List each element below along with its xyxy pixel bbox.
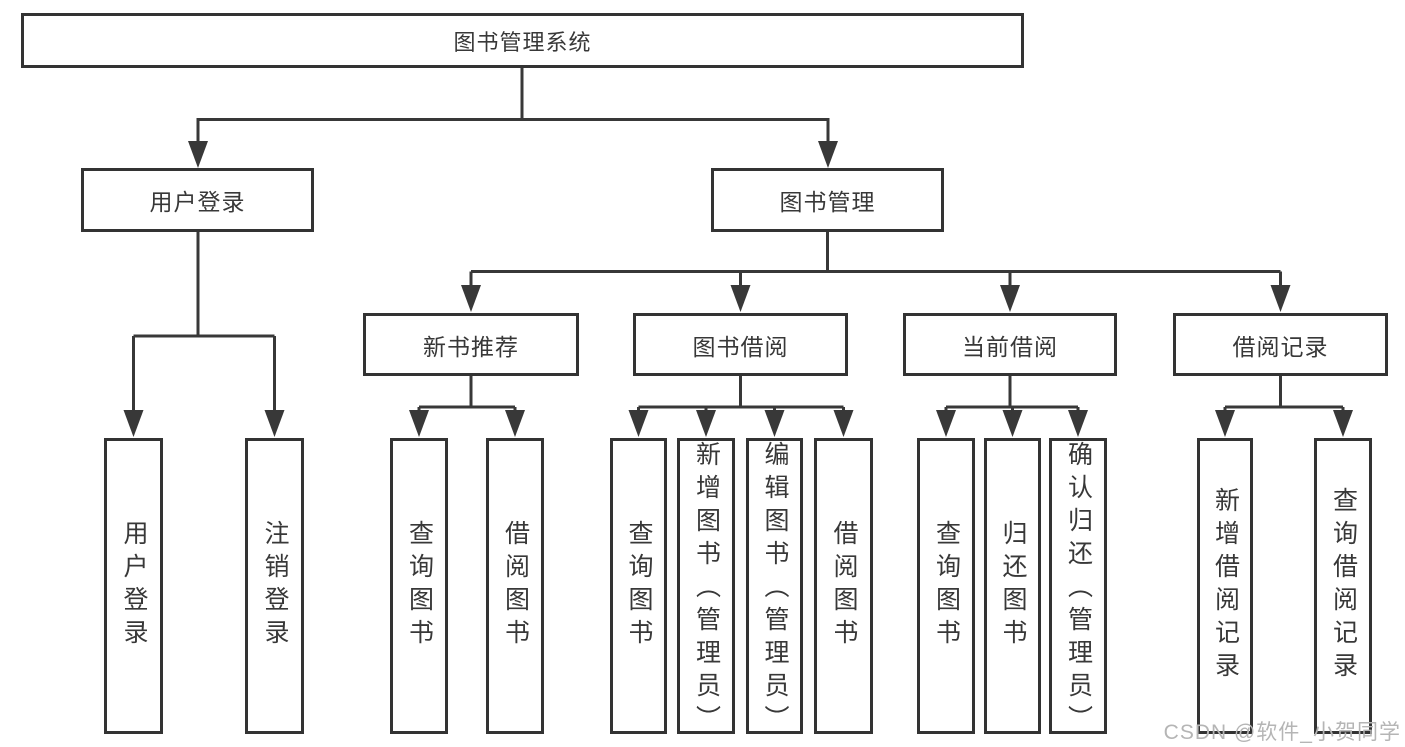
node-user-login: 用户登录 (81, 168, 314, 232)
node-add-books-admin: 新增图书（管理员） (677, 438, 735, 738)
connector-userlogin-branch (132, 232, 276, 414)
connector-root-drop (196, 68, 830, 145)
node-confirm-return-admin: 确认归还（管理员） (1049, 438, 1107, 738)
node-borrowing-records: 借阅记录 (1173, 313, 1388, 376)
node-book-borrowing: 图书借阅 (633, 313, 848, 376)
node-library-management-system: 图书管理系统 (21, 13, 1024, 68)
arrowheads (123, 141, 1353, 437)
connector-bookmgmt-branch (469, 232, 1282, 289)
node-query-books-current: 查询图书 (917, 438, 975, 734)
node-edit-books-admin: 编辑图书（管理员） (746, 438, 803, 738)
node-query-borrow-record: 查询借阅记录 (1314, 438, 1372, 734)
connector-current-branch (944, 376, 1080, 414)
csdn-watermark: CSDN @软件_小贺同学 (1163, 721, 1401, 744)
node-logout-action: 注销登录 (245, 438, 304, 734)
node-borrow-books-borrowing: 借阅图书 (814, 438, 873, 734)
node-current-borrowing: 当前借阅 (903, 313, 1117, 376)
node-borrow-books-recommend: 借阅图书 (486, 438, 544, 734)
node-book-management: 图书管理 (711, 168, 944, 232)
connector-newrec-branch (417, 376, 517, 414)
node-return-books: 归还图书 (984, 438, 1041, 734)
connector-records-branch (1223, 376, 1345, 414)
connector-borrow-branch (637, 376, 845, 414)
node-add-borrow-record: 新增借阅记录 (1197, 438, 1253, 734)
node-query-books-recommend: 查询图书 (390, 438, 448, 734)
node-query-books-borrowing: 查询图书 (610, 438, 667, 734)
node-user-login-action: 用户登录 (104, 438, 163, 734)
node-new-book-recommend: 新书推荐 (363, 313, 579, 376)
